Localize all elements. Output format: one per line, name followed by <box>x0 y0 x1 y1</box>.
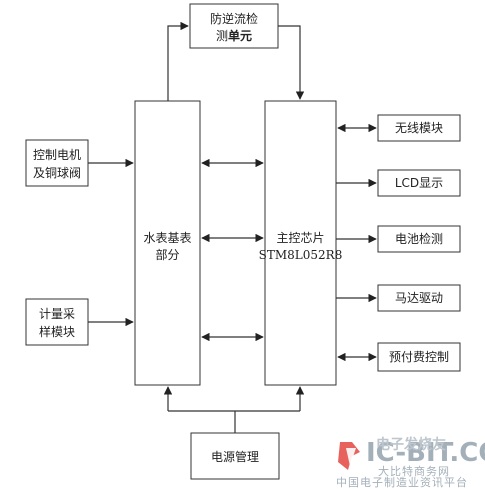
block-main-chip: 主控芯片 STM8L052R8 <box>259 100 343 386</box>
watermark-cn-bottom: 中国电子制造业资讯平台 <box>336 475 468 489</box>
motor-drive-label: 马达驱动 <box>395 291 443 305</box>
wire-base-to-backflow <box>167 21 189 101</box>
block-metering: 计量采 样模块 <box>25 298 89 346</box>
meter-base-line1: 水表基表 <box>143 231 191 245</box>
block-wireless: 无线模块 <box>377 114 461 142</box>
block-anti-backflow: 防逆流检 测单元 <box>189 3 279 49</box>
motor-valve-line2: 及铜球阀 <box>33 165 81 180</box>
wireless-label: 无线模块 <box>395 121 443 135</box>
main-chip-line1: 主控芯片 <box>276 231 324 245</box>
anti-backflow-line1: 防逆流检 <box>210 11 258 26</box>
power-label: 电源管理 <box>211 449 259 464</box>
battery-label: 电池检测 <box>395 231 443 246</box>
meter-base-line2: 部分 <box>155 247 179 262</box>
block-motor-valve: 控制电机 及铜球阀 <box>25 139 89 187</box>
watermark-logo-icon <box>338 442 360 470</box>
watermark: IC-BIT.COM 电子发烧友 大比特商务网 中国电子制造业资讯平台 <box>336 436 485 489</box>
block-lcd: LCD显示 <box>377 169 461 197</box>
wire-backflow-to-chip <box>278 25 305 100</box>
watermark-latin: IC-BIT.COM <box>366 438 485 468</box>
block-prepay: 预付费控制 <box>377 342 461 372</box>
motor-valve-line1: 控制电机 <box>33 148 81 162</box>
block-motor-drive: 马达驱动 <box>377 284 461 312</box>
block-battery: 电池检测 <box>377 225 461 253</box>
metering-line1: 计量采 <box>39 307 75 321</box>
watermark-cn-mid: 大比特商务网 <box>378 464 450 478</box>
main-chip-line2: STM8L052R8 <box>259 248 343 262</box>
watermark-cn-top: 电子发烧友 <box>376 436 446 453</box>
lcd-label: LCD显示 <box>395 176 443 190</box>
metering-line2: 样模块 <box>39 324 75 339</box>
block-meter-base: 水表基表 部分 <box>134 100 201 386</box>
block-power: 电源管理 <box>190 432 280 480</box>
prepay-label: 预付费控制 <box>389 350 449 364</box>
anti-backflow-line2: 测单元 <box>216 28 252 43</box>
